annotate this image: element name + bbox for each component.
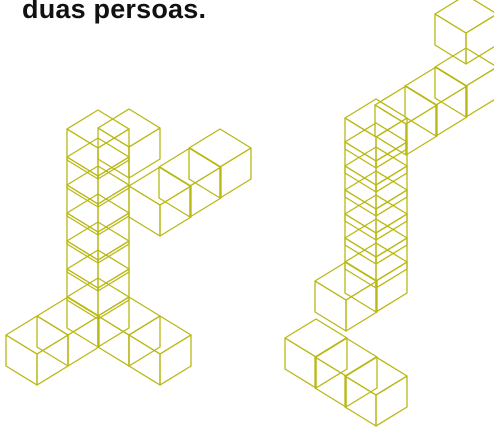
cube-face [315,337,348,389]
cube-face [375,117,408,169]
cube-face [66,296,99,348]
cube-face [128,334,161,386]
cube-face [67,315,100,367]
cube-face [158,166,191,218]
cube-face [375,261,408,313]
heading-text: duas persoas. [22,0,207,24]
cube-face [374,104,407,156]
cube-face [159,185,192,237]
cube-face [284,318,348,358]
cube-face [375,165,408,217]
cube-face [375,237,408,289]
cube-face [189,166,222,218]
cube-face [97,127,130,179]
cube-face [97,315,130,367]
cube-face [434,0,494,34]
cube-face [219,147,252,199]
cube-face [344,261,377,313]
cube-face [404,85,437,137]
cube-face [434,13,467,65]
cube-face [97,268,130,320]
cube-face [345,356,378,408]
cube-face [97,212,130,264]
cube-face [435,85,468,137]
cube-face [375,189,408,241]
cube-figure-right [284,0,494,427]
cube-face [36,334,69,386]
cube-face [284,337,317,389]
cube-face [434,66,467,118]
cube-face [128,315,161,367]
cube-face [314,356,347,408]
cube-face [314,280,347,332]
cube-face [375,141,408,193]
cube-face [36,315,69,367]
cube-face [375,375,408,427]
cube-face [405,104,438,156]
cube-face [97,240,130,292]
cube-face [375,213,408,265]
cube-face [434,47,494,87]
cube-face [465,15,494,65]
cube-face [128,185,161,237]
cube-face [188,147,221,199]
cube-face [188,128,252,168]
cube-face [97,296,130,348]
cube-face [344,375,377,427]
cube-face [465,68,494,118]
cube-face [5,334,38,386]
cube-face [159,334,192,386]
cube-face [345,280,378,332]
cube-face [128,127,161,179]
cube-figure-left [5,108,252,386]
